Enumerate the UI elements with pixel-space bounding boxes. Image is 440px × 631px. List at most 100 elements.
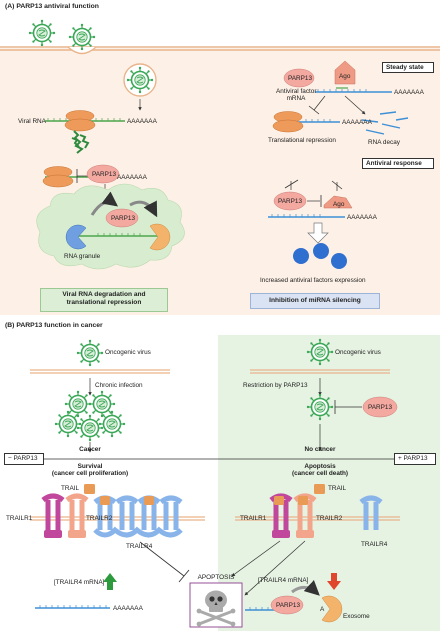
ribosome-icon <box>64 110 96 132</box>
rna-granule-label: RNA granule <box>64 253 101 260</box>
result-left-line2: translational repression <box>66 299 142 307</box>
virus-icon <box>76 413 105 443</box>
increased-expression-label: Increased antiviral factors expression <box>260 277 366 284</box>
virus-icon <box>68 22 97 52</box>
trailr1-label: TRAILR1 <box>6 515 33 522</box>
trail-ligand <box>274 496 284 505</box>
trailr1-label: TRAILR1 <box>240 515 267 522</box>
trailr4-receptor-cluster <box>93 495 183 530</box>
parp13-protein <box>362 396 398 418</box>
virus-icon <box>305 392 335 422</box>
exosome-icon <box>321 595 343 623</box>
exosome-label: Exosome <box>343 613 370 620</box>
polya-label: AAAAAAA <box>127 118 157 125</box>
antiviral-factor-mrna-label: Antiviral factor mRNA <box>276 88 317 103</box>
parp13-label: PARP13 <box>368 404 393 411</box>
virus-icon <box>98 409 127 439</box>
oncogenic-virus-label: Oncogenic virus <box>105 349 151 356</box>
protein-sphere <box>313 243 329 259</box>
panel-b-title: (B) PARP13 function in cancer <box>5 322 103 329</box>
trail-ligand <box>84 484 95 494</box>
nascent-protein <box>71 130 90 154</box>
parp13-label: PARP13 <box>276 602 301 609</box>
trailr4-mrna-label: [TRAILR4 mRNA] <box>54 579 105 586</box>
parp13-label: PARP13 <box>278 198 303 205</box>
cancer-label: Cancer <box>79 446 101 453</box>
virus-icon <box>27 18 57 48</box>
result-left-line1: Viral RNA degradation and <box>62 291 146 298</box>
trailr4-receptor <box>359 495 383 530</box>
minus-parp13-box: − PARP13 <box>4 453 44 465</box>
no-cancer-label: No cancer <box>304 446 336 453</box>
parp13-protein <box>270 595 304 615</box>
virus-icon <box>53 409 83 439</box>
result-box-left: Viral RNA degradation and translational … <box>40 288 168 312</box>
trail-ligand <box>144 496 154 505</box>
trailr4-label: TRAILR4 <box>126 543 153 550</box>
ribosome-icon <box>42 166 74 188</box>
trailr2-label: TRAILR2 <box>86 515 113 522</box>
virus-icon <box>305 337 335 367</box>
apoptosis-result-label: Apoptosis (cancer cell death) <box>270 463 370 478</box>
polya-label: AAAAAAA <box>342 119 372 126</box>
restriction-label: Restriction by PARP13 <box>243 382 308 389</box>
trail-label: TRAIL <box>328 485 347 492</box>
ago-protein <box>334 60 356 85</box>
trailr4-label: TRAILR4 <box>361 541 388 548</box>
ago-label: Ago <box>333 201 345 208</box>
polya-label: AAAAAAA <box>117 174 147 181</box>
parp13-label: PARP13 <box>111 215 136 222</box>
virus-icon <box>88 389 117 419</box>
antiviral-response-box: Antiviral response <box>362 158 434 169</box>
down-arrow-icon <box>307 222 329 244</box>
trailr1-receptor <box>41 493 65 538</box>
apoptosis-line1: Apoptosis <box>304 463 336 470</box>
oncogenic-virus-label: Oncogenic virus <box>335 349 381 356</box>
up-arrow-icon <box>103 573 117 590</box>
virus-icon <box>64 389 93 419</box>
survival-line1: Survival <box>77 463 103 470</box>
plus-parp13-box: + PARP13 <box>394 453 436 465</box>
polya-label: AAAAAAA <box>394 89 424 96</box>
steady-state-box: Steady state <box>382 62 434 73</box>
viral-rna-label: Viral RNA <box>18 118 46 125</box>
chronic-infection-label: Chronic infection <box>95 382 143 389</box>
rna-decay-fragments <box>361 111 409 135</box>
antiviral-factor-line2: mRNA <box>286 95 306 103</box>
ribosome-icon <box>272 111 304 133</box>
apoptosis-label: APOPTOSIS <box>197 574 235 581</box>
skull-icon <box>196 590 236 627</box>
ago-protein <box>323 195 353 209</box>
translational-repression-label: Translational repression <box>268 137 336 144</box>
trailr2-receptor <box>65 493 89 538</box>
protein-sphere <box>331 253 347 269</box>
parp13-protein <box>283 68 315 88</box>
parp13-protein <box>86 164 120 184</box>
trailr4-mrna-label: [TRAILR4 mRNA] <box>258 577 309 584</box>
panel-b-right-bg <box>218 335 440 631</box>
endocytosis-pit <box>67 46 97 55</box>
parp13-label: PARP13 <box>92 171 117 178</box>
rna-decay-label: RNA decay <box>368 139 400 146</box>
antiviral-factor-line1: Antiviral factor <box>276 88 317 95</box>
parp13-protein <box>273 191 307 211</box>
apoptosis-line2: (cancer cell death) <box>291 470 349 478</box>
virus-icon <box>76 338 105 368</box>
down-arrow-icon <box>327 573 341 590</box>
parp13-label: PARP13 <box>288 75 313 82</box>
ago-label: Ago <box>339 73 351 80</box>
protein-sphere <box>293 248 309 264</box>
result-box-right: Inhibition of miRNA silencing <box>250 293 380 309</box>
virus-icon <box>126 66 154 95</box>
polya-label: AAAAAAA <box>347 214 377 221</box>
polya-label: AAAAAAA <box>113 605 143 612</box>
a-fragment-label: A <box>320 606 325 613</box>
parp13-protein <box>105 208 139 228</box>
survival-line2: (cancer cell proliferation) <box>51 470 129 478</box>
trailr2-label: TRAILR2 <box>316 515 343 522</box>
exonuclease-icon <box>65 224 87 250</box>
exosome-icon <box>149 223 171 251</box>
trail-ligand <box>298 496 308 505</box>
panel-a-title: (A) PARP13 antiviral function <box>5 3 99 10</box>
